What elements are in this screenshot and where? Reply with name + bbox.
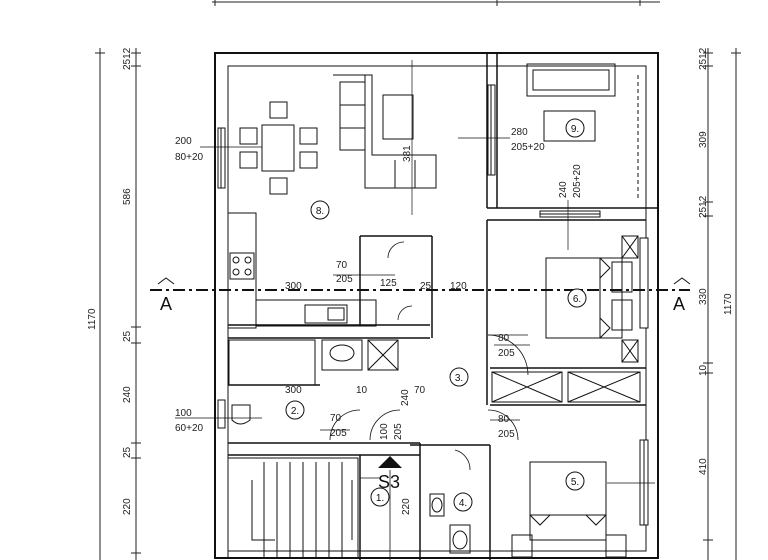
dim-right-total: 1170: [723, 293, 734, 315]
dim-door-small-w: 70: [336, 260, 348, 271]
room-number-5: 5.: [571, 477, 579, 488]
dim-right-6: 410: [698, 458, 709, 475]
outer-walls: [214, 52, 659, 559]
bed-room-6: [545, 257, 633, 339]
room-number-2: 2.: [291, 406, 299, 417]
dim-door-5-h: 205: [498, 429, 515, 440]
dim-door-2-h: 205: [330, 428, 347, 439]
section-label-right: A: [673, 294, 685, 314]
leader-lines: [175, 60, 655, 484]
dim-door-5-w: 80: [498, 414, 510, 425]
dim-living-window-w: 200: [175, 136, 192, 147]
dim-left-4: 240: [122, 386, 133, 403]
door-swings: [329, 241, 529, 471]
dim-door-3-h: 205: [393, 423, 404, 440]
right-dimension-lines: [703, 48, 741, 560]
dim-right-1: 2512: [698, 47, 709, 70]
wc-room-4: [429, 493, 471, 554]
room-number-9: 9.: [571, 124, 579, 135]
dim-door-2-w: 70: [330, 413, 342, 424]
dim-120: 120: [450, 281, 467, 292]
room-number-8: 8.: [316, 206, 324, 217]
dim-left-1: 2512: [122, 47, 133, 70]
interior-walls: [228, 53, 658, 560]
bathroom: [228, 339, 399, 425]
dim-balcony-window-h: 205+20: [511, 142, 545, 153]
dim-125: 125: [380, 278, 397, 289]
dim-balcony-door-w: 240: [558, 181, 569, 198]
left-dimension-lines: [95, 48, 141, 560]
dim-left-2: 586: [122, 188, 133, 205]
dim-right-5: 10: [698, 364, 709, 376]
dim-living-height: 381: [402, 145, 413, 162]
kitchen: [227, 212, 377, 329]
dim-right-4: 330: [698, 288, 709, 305]
section-label-left: A: [160, 294, 172, 314]
dim-240: 240: [400, 389, 411, 406]
dim-70: 70: [414, 385, 426, 396]
dim-right-2: 309: [698, 131, 709, 148]
windows: [217, 84, 649, 526]
stair-label: S3: [378, 472, 400, 492]
dim-door-6-w: 80: [498, 333, 510, 344]
dim-door-3-w: 100: [379, 423, 390, 440]
wardrobes: [491, 235, 641, 403]
stair-arrow: [360, 456, 402, 560]
room-number-3: 3.: [455, 373, 463, 384]
text-labels: A A S3 8. 9. 6. 3. 2. 1. 4. 5. 200 80+20…: [87, 47, 734, 515]
balcony: [526, 63, 639, 200]
room-circles: [285, 118, 587, 512]
room-number-1: 1.: [376, 493, 384, 504]
dim-25: 25: [420, 281, 432, 292]
dim-living-window-h: 80+20: [175, 152, 204, 163]
dim-left-6: 220: [122, 498, 133, 515]
dim-right-3: 2512: [698, 195, 709, 218]
dim-kitchen-width: 300: [285, 281, 302, 292]
dim-left-total: 1170: [87, 308, 98, 330]
staircase: [227, 457, 359, 559]
top-dimension-line: [212, 0, 660, 6]
dim-10: 10: [356, 385, 368, 396]
bed-room-5: [511, 461, 627, 558]
dim-balcony-door-h: 205+20: [572, 164, 583, 198]
dim-door-6-h: 205: [498, 348, 515, 359]
dim-bath-width: 300: [285, 385, 302, 396]
dining-set: [239, 101, 318, 195]
dim-stair-220: 220: [401, 498, 412, 515]
dim-balcony-window-w: 280: [511, 127, 528, 138]
room-number-6: 6.: [573, 294, 581, 305]
sofa: [333, 74, 437, 189]
dim-door-small-h: 205: [336, 274, 353, 285]
dim-bath-window-w: 100: [175, 408, 192, 419]
room-number-4: 4.: [459, 498, 467, 509]
dim-bath-window-h: 60+20: [175, 423, 204, 434]
section-line-a: [150, 277, 691, 291]
dim-left-5: 25: [122, 446, 133, 458]
dim-left-3: 25: [122, 330, 133, 342]
